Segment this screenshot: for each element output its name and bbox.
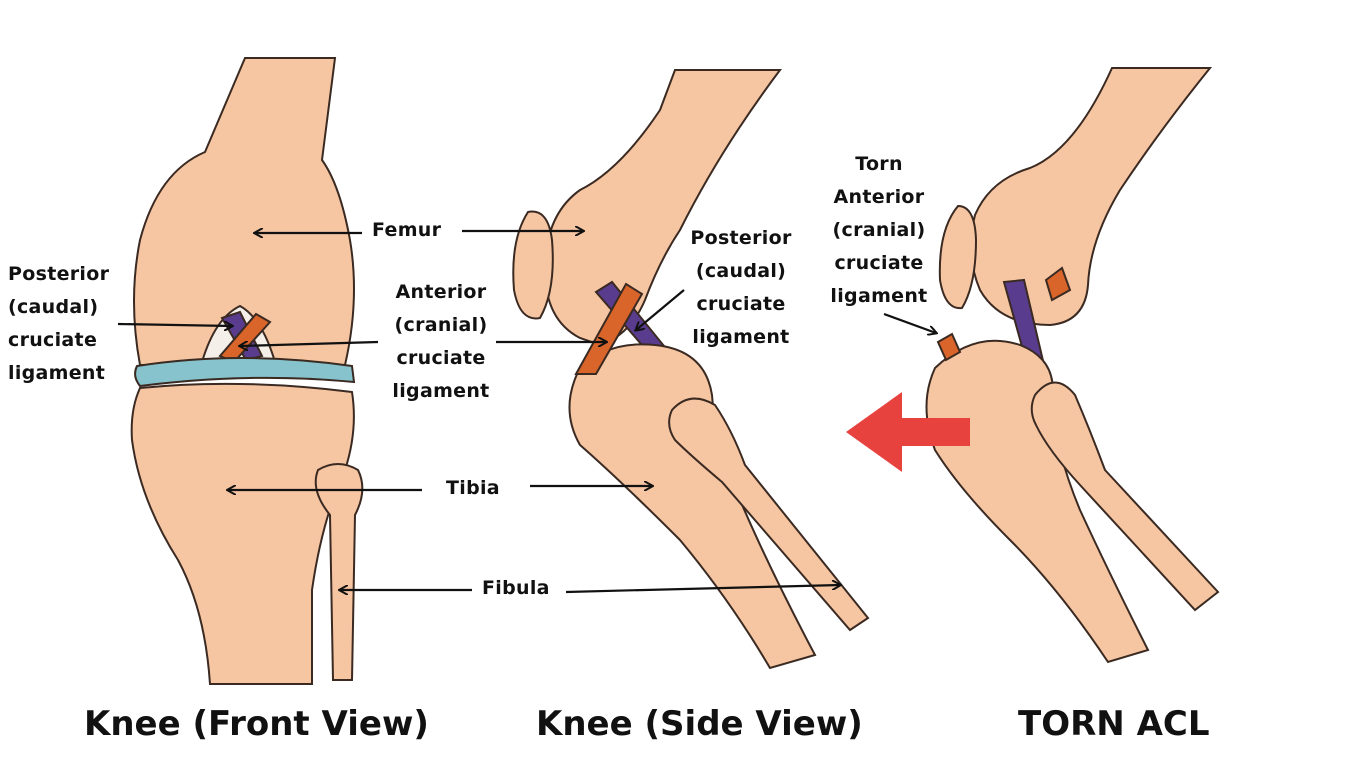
torn-label-line: ligament bbox=[830, 285, 928, 307]
torn-tibia bbox=[925, 339, 1150, 664]
posterior-right-arrow bbox=[636, 289, 685, 330]
front-tibia bbox=[130, 382, 355, 685]
posterior-right-label: Posterior (caudal) cruciate ligament bbox=[683, 222, 799, 354]
anterior-center-line: (cranial) bbox=[394, 314, 488, 336]
torn-label-line: Torn bbox=[855, 153, 903, 175]
anterior-center-line: Anterior bbox=[395, 281, 487, 303]
side-anterior-ligament bbox=[574, 282, 644, 375]
torn-acl-tibia-stump bbox=[936, 332, 962, 362]
posterior-right-line: cruciate bbox=[696, 293, 786, 315]
torn-label-line: cruciate bbox=[834, 252, 924, 274]
fibula-label-text: Fibula bbox=[482, 577, 550, 599]
caption-side-view: Knee (Side View) bbox=[536, 704, 863, 744]
caption-torn-acl: TORN ACL bbox=[1018, 704, 1210, 744]
leader-lines bbox=[117, 231, 936, 594]
torn-acl-knee bbox=[925, 67, 1220, 664]
torn-label-line: (cranial) bbox=[832, 219, 926, 241]
tibia-label-text: Tibia bbox=[446, 477, 500, 499]
torn-fibula bbox=[1030, 381, 1220, 612]
side-view-knee bbox=[512, 69, 870, 670]
posterior-left-line: ligament bbox=[8, 362, 106, 384]
anterior-center-line: ligament bbox=[392, 380, 490, 402]
torn-label-line: Anterior bbox=[833, 186, 925, 208]
anterior-left-arrow bbox=[240, 342, 379, 346]
front-meniscus bbox=[134, 357, 356, 388]
front-fibula bbox=[314, 463, 364, 681]
red-left-arrow bbox=[846, 392, 970, 472]
torn-acl-femur-stump bbox=[1044, 266, 1072, 302]
anterior-center-label: Anterior (cranial) cruciate ligament bbox=[382, 276, 500, 408]
fibula-arrow-right bbox=[565, 585, 840, 594]
posterior-left-line: cruciate bbox=[8, 329, 98, 351]
posterior-right-line: Posterior bbox=[690, 227, 792, 249]
posterior-right-line: (caudal) bbox=[695, 260, 787, 282]
tibia-label: Tibia bbox=[446, 472, 500, 505]
front-view-knee bbox=[130, 57, 364, 685]
femur-label: Femur bbox=[372, 214, 441, 247]
posterior-right-line: ligament bbox=[692, 326, 790, 348]
torn-patella bbox=[938, 204, 978, 310]
posterior-left-line: (caudal) bbox=[8, 296, 99, 318]
posterior-left-label: Posterior (caudal) cruciate ligament bbox=[8, 258, 109, 390]
fibula-label: Fibula bbox=[482, 572, 550, 605]
torn-arrow bbox=[883, 312, 936, 333]
side-fibula bbox=[668, 397, 870, 632]
anterior-center-line: cruciate bbox=[396, 347, 486, 369]
torn-label: Torn Anterior (cranial) cruciate ligamen… bbox=[820, 148, 938, 313]
posterior-left-line: Posterior bbox=[8, 263, 110, 285]
caption-front-view: Knee (Front View) bbox=[84, 704, 429, 744]
femur-label-text: Femur bbox=[372, 219, 442, 241]
side-patella bbox=[512, 210, 554, 320]
posterior-left-arrow bbox=[117, 324, 232, 326]
